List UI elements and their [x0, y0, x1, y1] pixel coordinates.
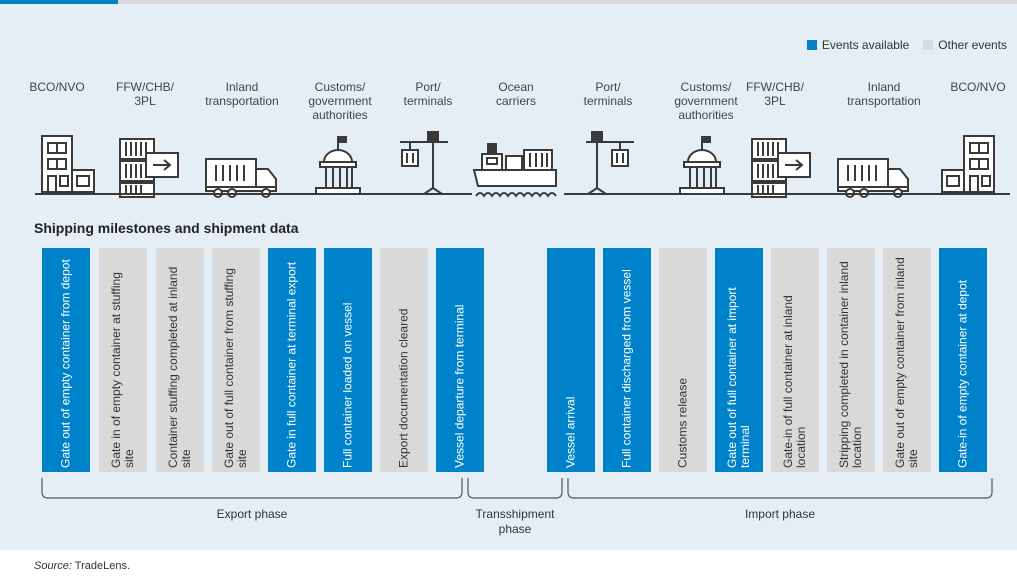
legend-item-other: Other events: [923, 38, 1007, 52]
milestone-label: Gate in full container at terminal expor…: [284, 261, 299, 468]
source-label: Source:: [34, 560, 72, 572]
actor-label: Customs/ government authorities: [674, 80, 738, 122]
milestone-label: Gate out of empty container from inland …: [893, 257, 920, 468]
milestone-bar: Container stuffing completed at inland s…: [156, 248, 204, 472]
freight-forwarder-icon: [751, 138, 811, 198]
top-rule-accent: [0, 0, 118, 4]
export-phase-label: Export phase: [216, 507, 288, 521]
port-crane-icon: [400, 131, 448, 195]
milestone-label: Stripping completed in container inland …: [837, 261, 864, 468]
source-text: TradeLens.: [71, 560, 131, 572]
milestone-label: Gate out of empty container from depot: [58, 259, 73, 468]
milestone-label: Vessel departure from terminal: [452, 304, 467, 468]
actor-label: Customs/ government authorities: [308, 80, 372, 122]
milestone-label: Gate out of full container from stuffing…: [222, 268, 249, 468]
truck-icon: [205, 158, 277, 198]
milestone-label: Full container loaded on vessel: [340, 302, 355, 468]
legend-label-other: Other events: [938, 38, 1007, 52]
milestone-bar: Full container discharged from vessel: [603, 248, 651, 472]
milestone-label: Customs release: [675, 377, 690, 468]
actor-label: Port/ terminals: [403, 80, 453, 108]
milestone-bar: Gate out of full container at import ter…: [715, 248, 763, 472]
milestone-label: Vessel arrival: [563, 396, 578, 468]
legend: Events available Other events: [793, 38, 1007, 52]
export-phase-brace: [41, 478, 463, 499]
actor-icons: [35, 131, 1010, 499]
milestone-bar: Stripping completed in container inland …: [827, 248, 875, 472]
milestone-label: Export documentation cleared: [396, 308, 411, 468]
legend-label-available: Events available: [821, 38, 910, 52]
container-ship-icon: [472, 143, 557, 198]
import-phase-brace: [567, 478, 993, 499]
milestone-label: Full container discharged from vessel: [619, 269, 634, 468]
diagram-panel: Events available Other events BCO/NVO FFW…: [0, 4, 1017, 550]
section-title: Shipping milestones and shipment data: [34, 220, 299, 236]
legend-swatch-available: [806, 40, 817, 50]
actor-label: BCO/NVO: [950, 80, 1006, 94]
actor-label: Inland transportation: [847, 80, 921, 108]
actor-label: Port/ terminals: [583, 80, 633, 108]
milestone-label: Gate in of empty container at stuffing s…: [109, 272, 136, 468]
milestone-bar: Gate in full container at terminal expor…: [268, 248, 316, 472]
transshipment-phase-brace: [467, 478, 563, 499]
milestone-label: Gate out of full container at import ter…: [725, 287, 752, 468]
milestone-bar: Gate-in of full container at inland loca…: [771, 248, 819, 472]
import-phase-label: Import phase: [744, 507, 816, 521]
actor-label: Inland transportation: [205, 80, 279, 108]
actor-label: FFW/CHB/ 3PL: [116, 80, 174, 108]
legend-item-available: Events available: [806, 38, 910, 52]
source-note: Source: TradeLens.: [34, 560, 130, 572]
actor-label: BCO/NVO: [29, 80, 85, 94]
milestone-label: Gate-in of full container at inland loca…: [781, 295, 808, 468]
port-crane-icon: [586, 131, 634, 195]
government-building-icon: [315, 136, 361, 195]
milestone-label: Container stuffing completed at inland s…: [166, 266, 193, 468]
milestone-bar: Vessel departure from terminal: [436, 248, 484, 472]
milestone-bar: Gate out of empty container from inland …: [883, 248, 931, 472]
milestone-bar: Vessel arrival: [547, 248, 595, 472]
top-rule: [0, 0, 1017, 4]
actor-label: FFW/CHB/ 3PL: [746, 80, 804, 108]
transshipment-phase-label: Transshipment phase: [475, 507, 555, 536]
government-building-icon: [679, 136, 725, 195]
milestone-bar: Gate out of empty container from depot: [42, 248, 90, 472]
milestone-bar: Full container loaded on vessel: [324, 248, 372, 472]
milestone-bar: Export documentation cleared: [380, 248, 428, 472]
milestone-bar: Gate-in of empty container at depot: [939, 248, 987, 472]
office-building-icon: [41, 135, 95, 193]
milestone-bar: Customs release: [659, 248, 707, 472]
freight-forwarder-icon: [119, 138, 179, 198]
milestone-label: Gate-in of empty container at depot: [955, 279, 970, 468]
office-building-icon: [941, 135, 995, 193]
milestone-bar: Gate in of empty container at stuffing s…: [99, 248, 147, 472]
truck-icon: [837, 158, 909, 198]
milestone-bar: Gate out of full container from stuffing…: [212, 248, 260, 472]
actor-label: Ocean carriers: [495, 80, 536, 108]
legend-swatch-other: [923, 40, 934, 50]
